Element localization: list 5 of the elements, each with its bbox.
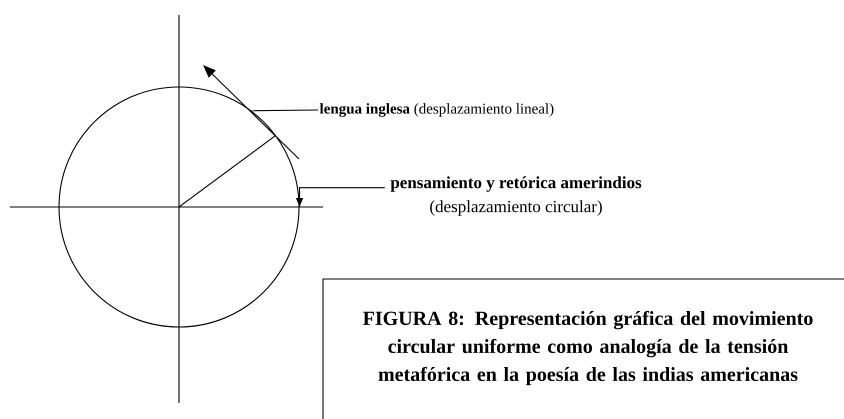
arrow-label: pensamiento y retórica amerindios (desplazamiento circular) — [390, 176, 642, 216]
leader-line — [252, 109, 318, 112]
circle — [58, 86, 300, 328]
leader-label: lengua inglesa (desplazamiento lineal) — [320, 103, 554, 117]
caption-box: FIGURA 8: Representación gráfica del movimiento circular uniforme como analogía de la tensión metafórica en la poesía de las indias americanas — [322, 278, 844, 419]
